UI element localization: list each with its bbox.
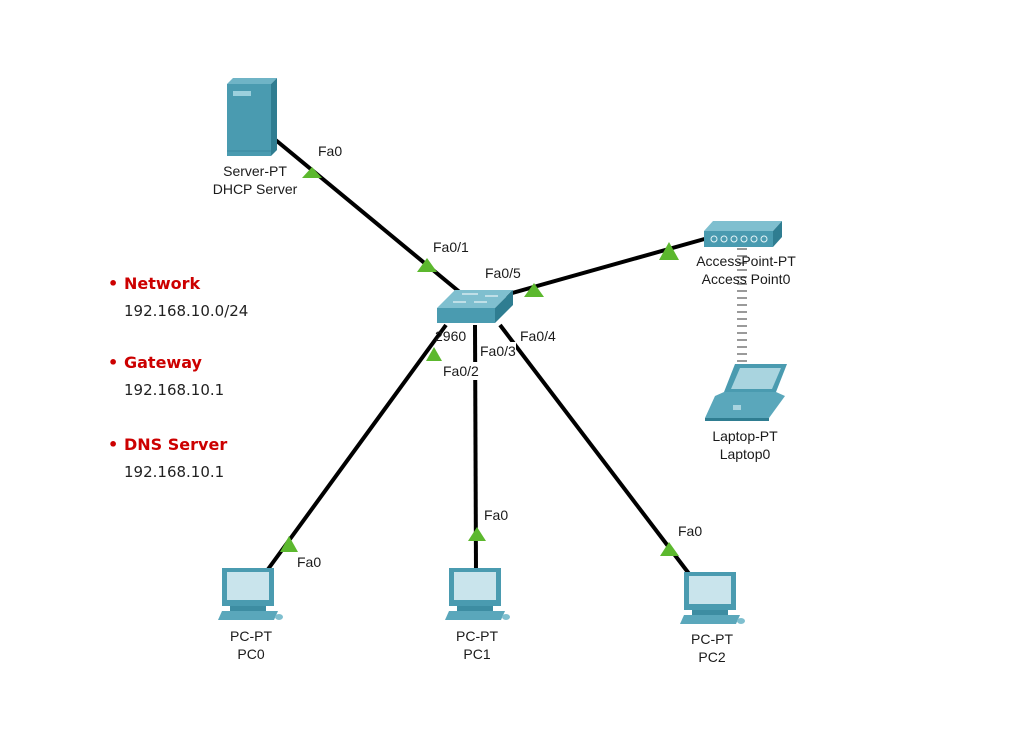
device-model: Server-PT — [223, 163, 287, 179]
link-switch-ap[interactable] — [504, 236, 709, 297]
device-model: AccessPoint-PT — [696, 253, 796, 269]
laptop-icon[interactable] — [705, 364, 787, 421]
link-up-indicator-pc1-fa0 — [468, 527, 486, 541]
link-up-indicator-server-fa0 — [302, 167, 322, 178]
info-item-network: • Network 192.168.10.0/24 — [108, 274, 248, 320]
device-name: DHCP Server — [212, 181, 298, 197]
port-label-sw-fa05: Fa0/5 — [485, 265, 521, 281]
port-label-sw-fa02: Fa0/2 — [443, 362, 479, 380]
pc0-icon[interactable] — [218, 568, 283, 620]
device-label-server: Server-PT DHCP Server — [213, 162, 298, 198]
bullet-icon: • — [108, 274, 119, 293]
port-label-sw-fa04: Fa0/4 — [520, 327, 556, 345]
port-label-sw-fa03: Fa0/3 — [480, 342, 516, 360]
device-model: PC-PT — [230, 628, 272, 644]
link-up-indicator-sw-fa02 — [426, 347, 442, 361]
info-item-gateway: • Gateway 192.168.10.1 — [108, 353, 224, 399]
pc2-icon[interactable] — [680, 572, 745, 624]
port-label-pc0-fa0: Fa0 — [297, 554, 322, 570]
link-switch-pc0[interactable] — [264, 323, 448, 574]
info-value: 192.168.10.1 — [124, 381, 225, 399]
device-label-access-point: AccessPoint-PT Access Point0 — [696, 252, 796, 288]
device-label-pc1: PC-PT PC1 — [456, 627, 498, 663]
bullet-icon: • — [108, 435, 119, 454]
access-point-icon[interactable] — [704, 221, 782, 247]
info-label: Gateway — [124, 353, 202, 372]
link-up-indicator-pc0-fa0 — [280, 536, 298, 552]
port-label-pc2-fa0: Fa0 — [678, 523, 703, 539]
link-up-indicator-sw-fa01 — [417, 258, 437, 272]
device-label-pc2: PC-PT PC2 — [691, 630, 733, 666]
info-value: 192.168.10.0/24 — [124, 302, 249, 320]
pc1-icon[interactable] — [445, 568, 510, 620]
link-up-indicator-sw-fa05 — [524, 283, 544, 297]
device-model: PC-PT — [456, 628, 498, 644]
device-label-switch: 2960 — [435, 328, 467, 344]
device-name: Laptop0 — [719, 446, 771, 462]
device-model: PC-PT — [691, 631, 733, 647]
device-label-pc0: PC-PT PC0 — [230, 627, 272, 663]
server-icon[interactable] — [227, 78, 277, 156]
device-name: Access Point0 — [701, 271, 791, 287]
link-switch-pc2[interactable] — [498, 323, 692, 577]
device-name: PC2 — [698, 649, 726, 665]
link-up-indicator-pc2-fa0 — [660, 542, 679, 556]
port-label-sw-fa01: Fa0/1 — [433, 239, 469, 255]
bullet-icon: • — [108, 353, 119, 372]
info-label: Network — [124, 274, 201, 293]
info-value: 192.168.10.1 — [124, 463, 225, 481]
link-up-indicator-ap — [659, 242, 679, 260]
info-item-dns-server: • DNS Server 192.168.10.1 — [108, 435, 227, 481]
device-name: PC1 — [463, 646, 491, 662]
device-label-laptop: Laptop-PT Laptop0 — [712, 427, 777, 463]
info-label: DNS Server — [124, 435, 228, 454]
port-label-server-fa0: Fa0 — [318, 143, 343, 159]
switch-icon[interactable] — [437, 290, 513, 323]
port-label-pc1-fa0: Fa0 — [484, 507, 509, 523]
device-name: PC0 — [237, 646, 265, 662]
device-model: Laptop-PT — [712, 428, 778, 444]
